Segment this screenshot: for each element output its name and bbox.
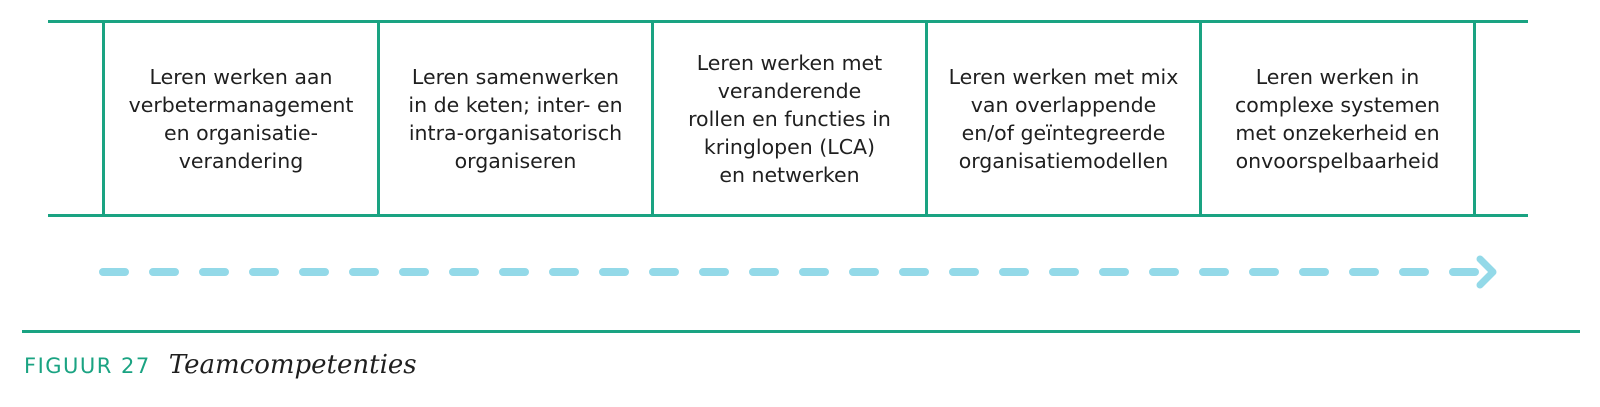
- figure-label: FIGUUR 27: [24, 354, 151, 378]
- step-cell: Leren samenwerken in de keten; inter- en…: [380, 23, 651, 215]
- step-cell: Leren werken met mix van overlappende en…: [928, 23, 1199, 215]
- arrow-head: [1476, 255, 1497, 289]
- caption-separator: [22, 330, 1580, 333]
- top-border: [48, 20, 1528, 23]
- step-text: Leren werken in complexe systemen met on…: [1234, 65, 1441, 173]
- bottom-border: [48, 214, 1528, 217]
- step-cell: Leren werken in complexe systemen met on…: [1202, 23, 1473, 215]
- dashed-arrow-right-icon: [99, 255, 1497, 289]
- divider-3: [651, 20, 654, 217]
- step-cell: Leren werken met veranderende rollen en …: [654, 23, 925, 215]
- step-text: Leren samenwerken in de keten; inter- en…: [408, 65, 623, 173]
- divider-6: [1473, 20, 1476, 217]
- divider-1: [102, 20, 105, 217]
- divider-2: [377, 20, 380, 217]
- step-text: Leren werken aan verbetermanagement en o…: [128, 65, 354, 173]
- step-text: Leren werken met mix van overlappende en…: [948, 65, 1179, 173]
- figure-caption: FIGUUR 27 Teamcompetenties: [24, 350, 417, 380]
- figure-title: Teamcompetenties: [168, 350, 417, 380]
- divider-5: [1199, 20, 1202, 217]
- step-cell: Leren werken aan verbetermanagement en o…: [105, 23, 377, 215]
- step-text: Leren werken met veranderende rollen en …: [688, 51, 891, 187]
- divider-4: [925, 20, 928, 217]
